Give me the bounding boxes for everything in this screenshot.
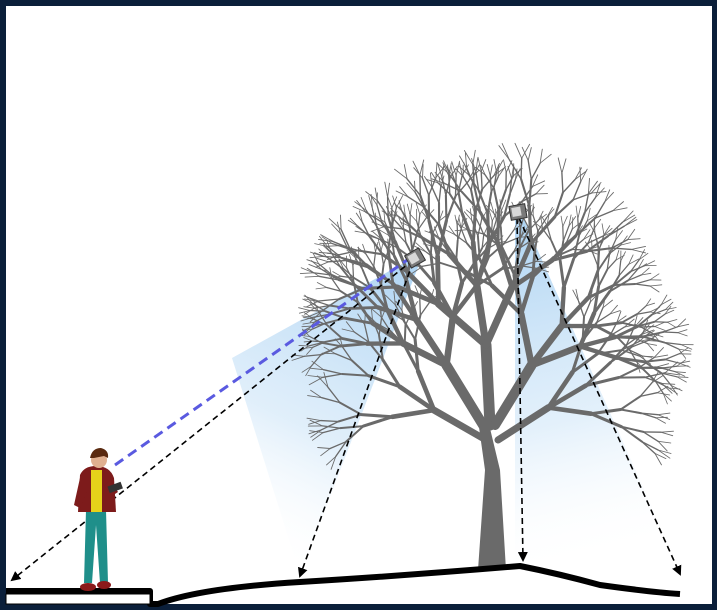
tree-branch	[405, 325, 406, 346]
tree-branch	[496, 209, 497, 221]
tree-branch	[322, 353, 335, 354]
tree-branch	[572, 249, 587, 250]
tree-branch	[423, 165, 424, 179]
tree-branch	[457, 226, 458, 241]
tree-branch	[420, 297, 421, 315]
tree-branch	[562, 288, 564, 326]
tree-branch	[501, 227, 502, 248]
tree-branch	[583, 317, 584, 341]
tree-branch	[677, 366, 689, 367]
tree-branch	[486, 345, 490, 425]
tree-branch	[328, 246, 341, 247]
tree-branch	[353, 266, 354, 282]
tree-branch	[614, 284, 635, 285]
tree-branch	[563, 227, 564, 242]
tree-branch	[594, 221, 595, 234]
tree-branch	[521, 158, 522, 179]
tree-branch	[341, 215, 342, 229]
tree-branch	[498, 211, 499, 243]
tree-branch	[640, 356, 653, 357]
tree-branch	[446, 195, 447, 220]
tree-branch	[572, 218, 573, 229]
tree-branch	[481, 171, 482, 189]
tree-branch	[639, 367, 656, 368]
tree-branch	[598, 266, 599, 287]
tree-branch	[313, 341, 325, 342]
tree-branch	[656, 417, 668, 418]
sensor-box-icon	[509, 204, 527, 221]
tree-branch	[598, 251, 599, 266]
tree-branch	[663, 332, 677, 333]
tree-branch	[321, 421, 339, 422]
ground-step	[6, 594, 150, 604]
